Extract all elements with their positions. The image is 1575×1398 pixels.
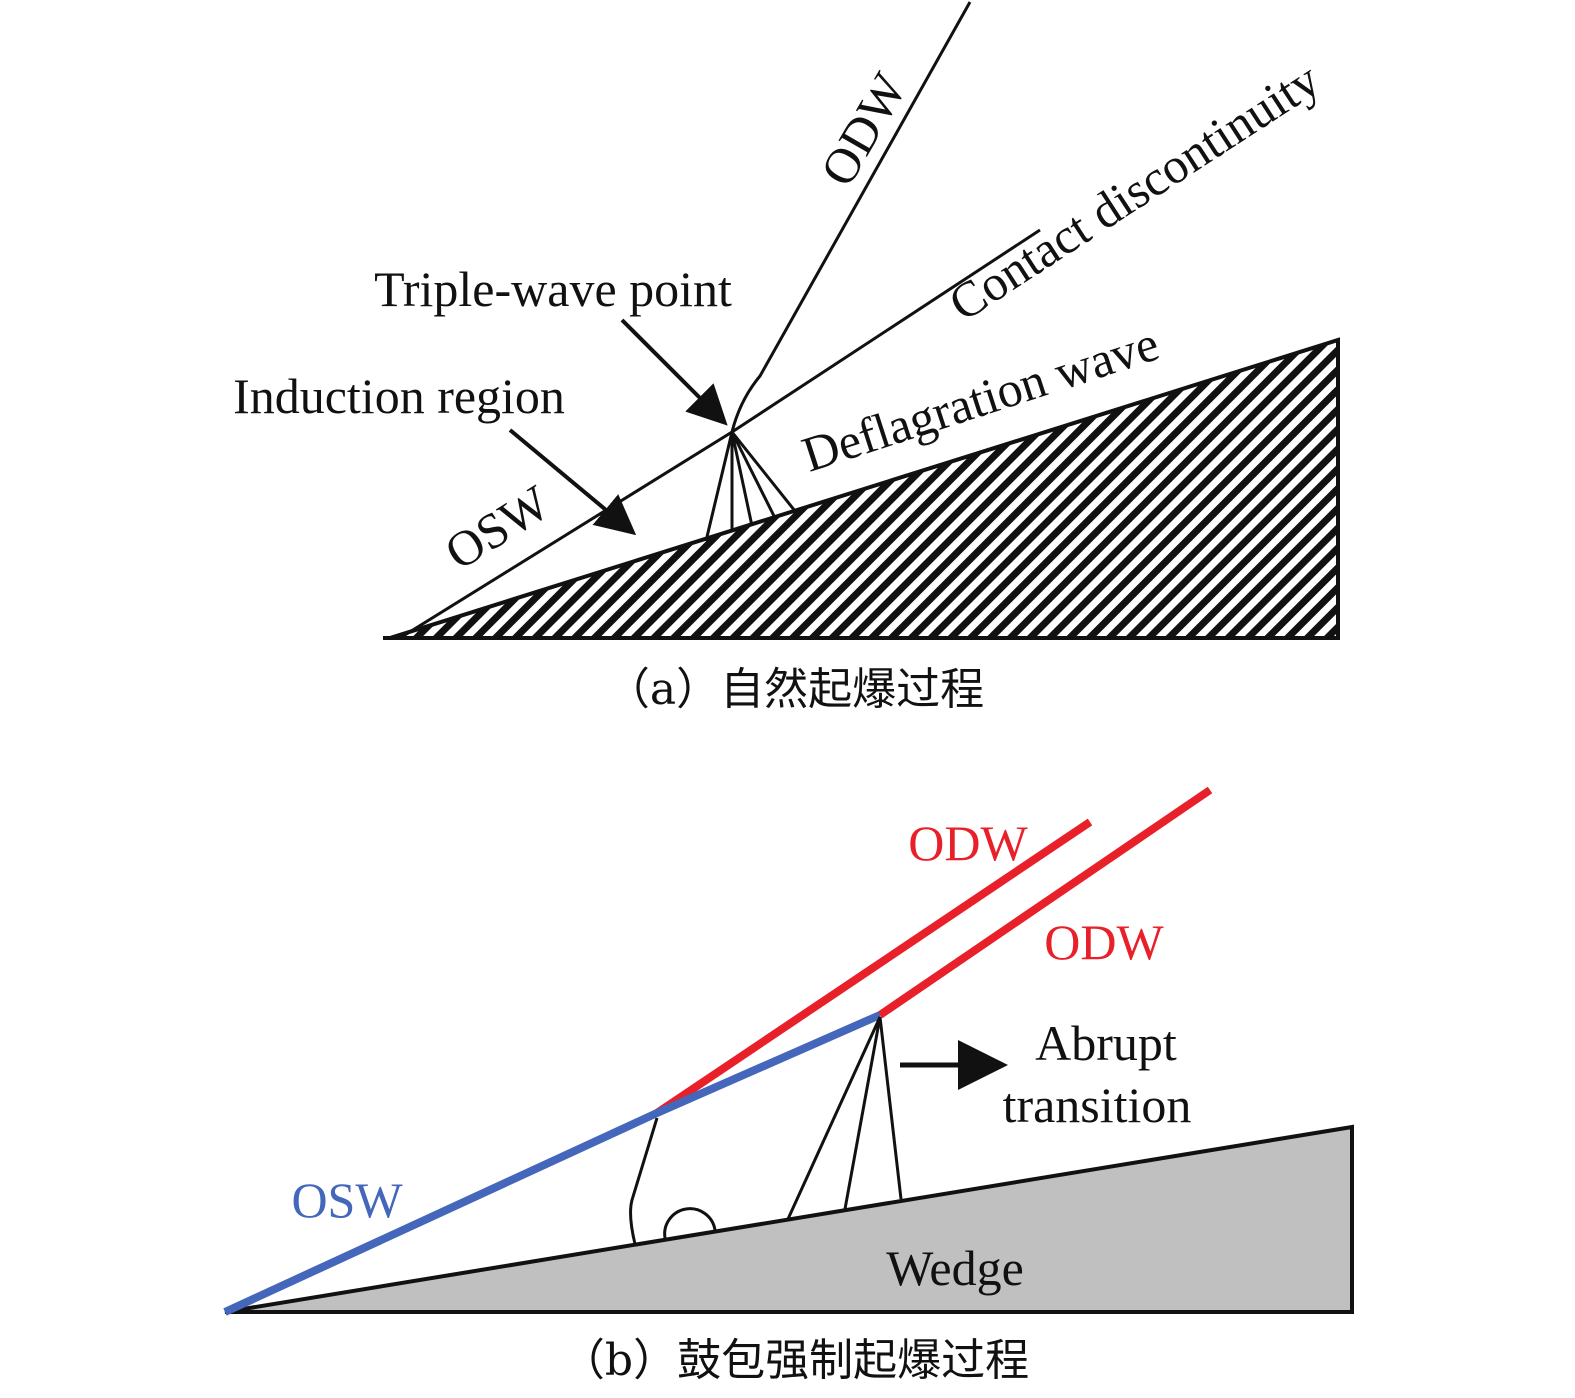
label-triple-wave-point: Triple-wave point <box>374 261 732 317</box>
expansion-fan-b <box>786 1016 903 1220</box>
label-transition: transition <box>1003 1077 1192 1133</box>
gray-wedge <box>224 1124 1354 1314</box>
label-osw: OSW <box>435 474 560 581</box>
expansion-fan <box>704 431 777 542</box>
osw-line <box>399 430 733 640</box>
transition-front <box>629 1117 659 1245</box>
deflagration-line <box>730 431 797 512</box>
odw-line-2 <box>877 786 1213 1019</box>
panel-a: ODW Contact discontinuity Triple-wave po… <box>233 1 1340 715</box>
bump <box>663 1207 717 1239</box>
contact-discontinuity-line <box>731 228 1041 434</box>
odw-line-1 <box>654 818 1093 1117</box>
label-osw: OSW <box>291 1172 403 1228</box>
label-wedge: Wedge <box>886 1240 1024 1296</box>
label-odw-2: ODW <box>1044 914 1164 970</box>
label-abrupt: Abrupt <box>1035 1015 1177 1071</box>
label-odw: ODW <box>809 63 918 195</box>
osw-line <box>223 1011 882 1316</box>
odw-line <box>730 1 972 433</box>
panel-b: ODW ODW Abrupt transition OSW Wedge （b）鼓… <box>223 786 1354 1386</box>
caption-b: （b）鼓包强制起爆过程 <box>561 1335 1029 1386</box>
label-induction-region: Induction region <box>233 368 565 424</box>
triple-point-arrow <box>620 318 728 426</box>
induction-region-arrow <box>508 428 637 536</box>
caption-a: （a）自然起爆过程 <box>606 664 984 715</box>
label-contact-discontinuity: Contact discontinuity <box>939 51 1329 332</box>
label-odw-1: ODW <box>908 815 1028 871</box>
